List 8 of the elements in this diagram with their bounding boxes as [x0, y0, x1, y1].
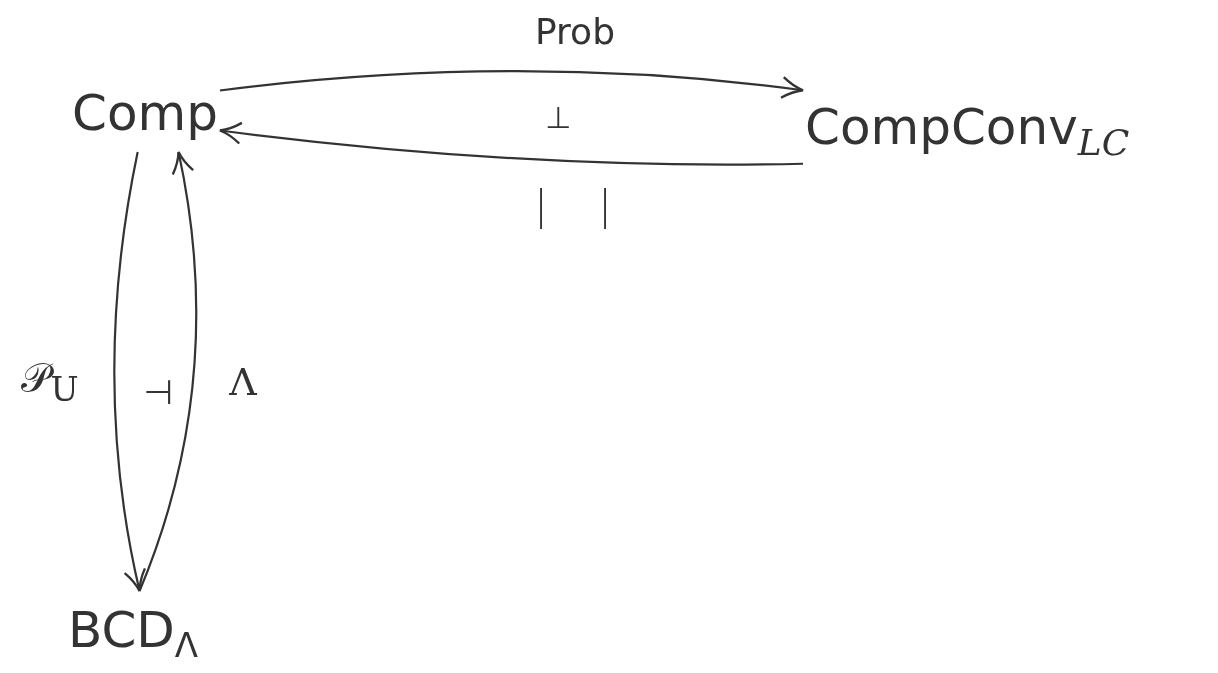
category-label: BCD$_{Λ}$ — [68, 605, 199, 663]
adjunction-symbol: ⊥ — [544, 103, 572, 133]
category-label: Comp — [72, 88, 218, 138]
category-label: CompConv$_{LC}$ — [805, 102, 1130, 161]
edge-label: 𝒫$_{U}$ — [21, 357, 79, 407]
adjunction-symbol: ⊣ — [143, 375, 173, 409]
edge-label: Prob — [535, 14, 615, 50]
edge-label: Λ — [229, 363, 257, 401]
